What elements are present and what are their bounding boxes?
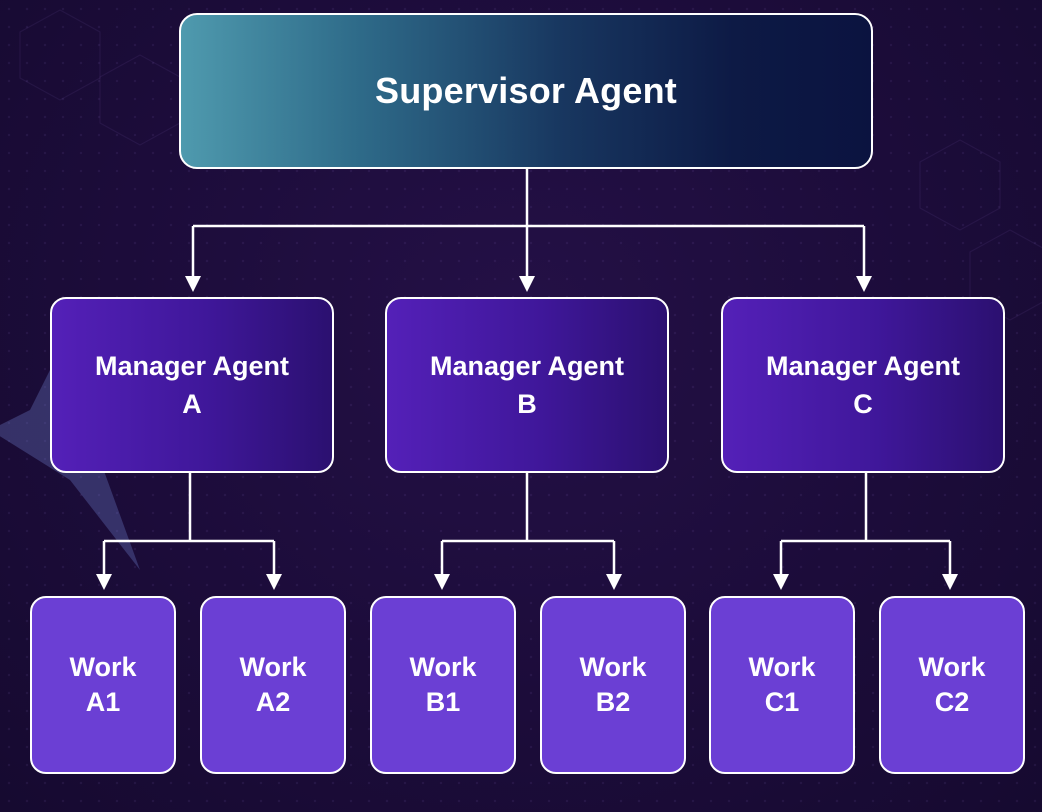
work-a2-title: Work (239, 652, 307, 682)
arrow-to-manager-c (856, 276, 872, 292)
work-b2-id: B2 (595, 687, 631, 717)
work-c2-id: C2 (934, 687, 970, 717)
work-c1-node: Work C1 (709, 596, 855, 774)
manager-agent-b-letter: B (517, 389, 537, 419)
manager-agent-c-node: Manager Agent C (721, 297, 1005, 473)
work-a2-id: A2 (255, 687, 291, 717)
work-b1-title: Work (409, 652, 477, 682)
manager-agent-a-title: Manager Agent (94, 351, 290, 381)
supervisor-agent-node: Supervisor Agent (179, 13, 873, 169)
arrow-to-work-b1 (434, 574, 450, 590)
work-c2-node: Work C2 (879, 596, 1025, 774)
arrow-to-work-c1 (773, 574, 789, 590)
arrow-to-work-b2 (606, 574, 622, 590)
supervisor-agent-label: Supervisor Agent (375, 70, 677, 111)
work-c2-title: Work (918, 652, 986, 682)
work-a1-title: Work (69, 652, 137, 682)
arrow-to-work-a1 (96, 574, 112, 590)
arrow-to-manager-a (185, 276, 201, 292)
work-c1-id: C1 (764, 687, 800, 717)
arrow-to-manager-b (519, 276, 535, 292)
work-a1-id: A1 (85, 687, 121, 717)
work-c1-title: Work (748, 652, 816, 682)
arrow-to-work-c2 (942, 574, 958, 590)
manager-agent-c-title: Manager Agent (765, 351, 961, 381)
work-b1-id: B1 (425, 687, 461, 717)
manager-agent-b-title: Manager Agent (429, 351, 625, 381)
work-a1-node: Work A1 (30, 596, 176, 774)
manager-agent-c-letter: C (853, 389, 873, 419)
work-a2-node: Work A2 (200, 596, 346, 774)
work-b2-node: Work B2 (540, 596, 686, 774)
arrowheads (96, 276, 958, 590)
manager-agent-a-letter: A (182, 389, 202, 419)
work-b1-node: Work B1 (370, 596, 516, 774)
work-b2-title: Work (579, 652, 647, 682)
manager-agent-b-node: Manager Agent B (385, 297, 669, 473)
arrow-to-work-a2 (266, 574, 282, 590)
manager-agent-a-node: Manager Agent A (50, 297, 334, 473)
